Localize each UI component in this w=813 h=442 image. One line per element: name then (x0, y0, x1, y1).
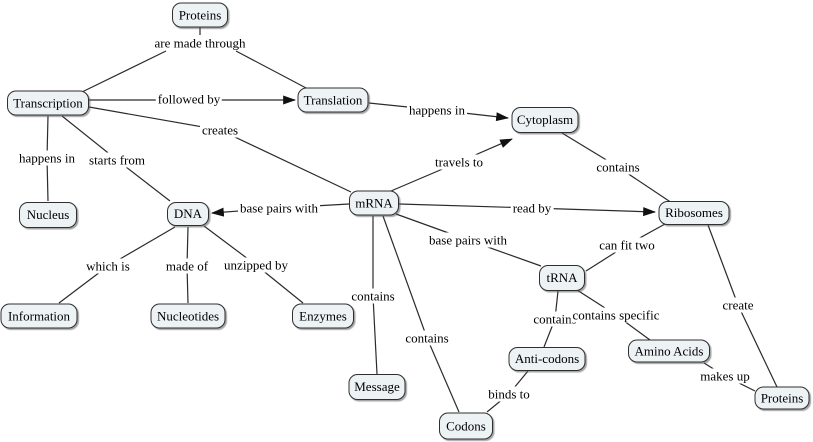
edge-line-ribosomes-to-proteins-bottom (737, 304, 778, 388)
edge-label-9-contains[interactable]: contains (594, 159, 642, 175)
node-amino-acids[interactable]: Amino Acids (628, 339, 710, 363)
edge-label-14-unzipped-by[interactable]: unzipped by (222, 257, 290, 273)
node-nucleus[interactable]: Nucleus (19, 202, 77, 228)
edge-label-11-base-pairs-with[interactable]: base pairs with (427, 232, 509, 248)
edge-line-proteins-top-to-transcriptiontranslation (235, 50, 309, 90)
edge-label-1-followed-by[interactable]: followed by (155, 91, 223, 107)
node-transcription[interactable]: Transcription (7, 90, 89, 116)
edge-label-3-happens-in[interactable]: happens in (17, 150, 77, 166)
node-trna[interactable]: tRNA (539, 265, 585, 291)
node-dna[interactable]: DNA (167, 202, 209, 226)
edge-line-mrna-to-ribosomes (398, 203, 533, 209)
node-translation[interactable]: Translation (297, 87, 369, 113)
edge-line-mrna-to-message (372, 295, 378, 375)
node-codons[interactable]: Codons (439, 412, 493, 440)
edge-line-transcription-to-mrna (88, 106, 221, 131)
edge-line-mrna-to-codons (382, 215, 428, 339)
edge-line-ribosomes-to-proteins-bottom (707, 224, 739, 306)
node-proteins-top[interactable]: Proteins (172, 2, 228, 28)
edge-label-10-can-fit-two[interactable]: can fit two (597, 237, 657, 253)
node-nucleotides[interactable]: Nucleotides (150, 303, 226, 329)
edge-line-transcription-to-mrna (219, 129, 352, 193)
edge-label-21-makes-up[interactable]: makes up (698, 368, 752, 384)
node-anti-codons[interactable]: Anti-codons (508, 347, 586, 371)
node-information[interactable]: Information (0, 303, 78, 329)
edge-label-15-contains[interactable]: contains (349, 288, 397, 304)
edge-label-8-read-by[interactable]: read by (510, 200, 554, 216)
node-enzymes[interactable]: Enzymes (292, 303, 354, 329)
edge-label-0-are-made-through[interactable]: are made through (152, 35, 248, 51)
edge-label-7-travels-to[interactable]: travels to (432, 154, 486, 170)
node-ribosomes[interactable]: Ribosomes (658, 201, 730, 225)
edge-label-6-happens-in[interactable]: happens in (407, 102, 467, 118)
edge-label-16-contains[interactable]: contains (403, 330, 451, 346)
edge-label-2-creates[interactable]: creates (199, 122, 241, 138)
edge-label-12-which-is[interactable]: which is (84, 258, 132, 274)
node-mrna[interactable]: mRNA (349, 190, 399, 216)
edge-label-5-base-pairs-with[interactable]: base pairs with (238, 200, 320, 216)
edge-line-mrna-to-codons (426, 337, 460, 413)
edge-line-proteins-top-to-transcriptiontranslation (81, 50, 167, 93)
node-proteins-bottom[interactable]: Proteins (754, 386, 810, 410)
edge-label-13-made-of[interactable]: made of (163, 258, 211, 274)
edge-label-17-contains[interactable]: contains (531, 311, 579, 327)
edge-label-19-create[interactable]: create (720, 297, 756, 313)
node-message[interactable]: Message (348, 374, 406, 400)
edge-label-4-starts-from[interactable]: starts from (87, 152, 147, 168)
edge-label-18-contains-specific[interactable]: contains specific (570, 307, 662, 323)
edge-label-20-binds-to[interactable]: binds to (486, 386, 532, 402)
node-cytoplasm[interactable]: Cytoplasm (511, 107, 579, 133)
